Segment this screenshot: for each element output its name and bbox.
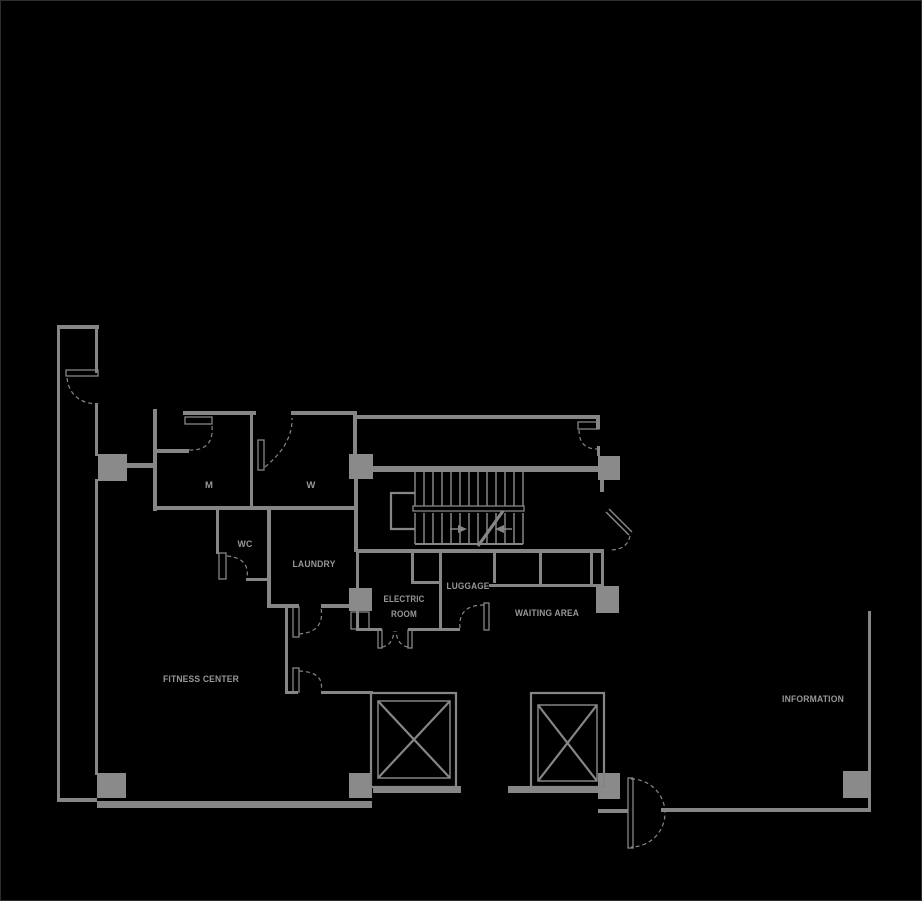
- structural-columns: [97, 454, 870, 799]
- door-leaf: [65, 369, 99, 377]
- door-leaves: [65, 369, 634, 849]
- elevator-left: [369, 691, 458, 789]
- entry-door-arc: [630, 778, 666, 848]
- stair-arrow-left: [495, 525, 504, 533]
- column: [349, 588, 372, 611]
- door-swing-arcs: [66, 377, 666, 848]
- stair-landing-rail: [389, 491, 415, 531]
- stair-direction-line: [476, 510, 505, 547]
- elevator-right: [529, 691, 606, 789]
- stair-bottom-edge: [415, 543, 523, 545]
- column: [98, 454, 127, 481]
- room-label-information: INFORMATION: [782, 694, 844, 705]
- column: [598, 456, 620, 480]
- column: [843, 771, 870, 798]
- door-arc: [188, 425, 213, 451]
- door-leaf: [292, 606, 300, 638]
- door-arc: [609, 535, 631, 551]
- door-leaf: [184, 416, 213, 425]
- column: [596, 586, 619, 613]
- door-leaf: [377, 629, 383, 649]
- door-arc: [226, 555, 248, 579]
- room-label-fitness-center: FITNESS CENTER: [163, 674, 239, 685]
- door-leaf: [218, 552, 227, 580]
- door-arc: [264, 417, 293, 468]
- stair-treads-upper: [414, 472, 524, 506]
- door-arc: [298, 670, 323, 692]
- door-leaf: [577, 421, 600, 430]
- door-leaf-angled: [605, 511, 630, 536]
- door-leaf: [257, 439, 265, 471]
- stair-mid-rail: [412, 505, 525, 512]
- door-leaf: [292, 667, 300, 693]
- door-arc: [578, 429, 598, 450]
- walls: [57, 325, 871, 813]
- room-label-laundry: LAUNDRY: [293, 559, 336, 570]
- column: [349, 454, 373, 479]
- shaft-box: [350, 611, 370, 630]
- room-label-womens-restroom: W: [306, 480, 315, 491]
- room-label-wc: WC: [238, 539, 253, 550]
- door-arc: [66, 377, 97, 405]
- door-arc: [459, 604, 485, 629]
- room-label-waiting-area: WAITING AREA: [515, 608, 579, 619]
- room-label-mens-restroom: M: [205, 480, 213, 491]
- staircase: [389, 472, 525, 547]
- door-arc: [381, 630, 395, 648]
- room-label-electric-line1: ELECTRIC: [384, 594, 425, 605]
- room-label-luggage: LUGGAGE: [447, 581, 490, 592]
- column: [349, 773, 372, 798]
- door-arc: [298, 607, 323, 635]
- stair-arrow-right: [458, 525, 467, 533]
- column: [97, 773, 126, 798]
- entry-pivot-door-leaf: [627, 777, 634, 849]
- door-leaf: [483, 602, 490, 631]
- door-leaf-angled: [608, 508, 633, 533]
- room-label-electric-line2: ROOM: [391, 609, 417, 620]
- door-arc: [395, 630, 409, 648]
- door-leaf: [407, 629, 413, 649]
- room-labels: FITNESS CENTER M W WC LAUNDRY ELECTRIC R…: [163, 480, 844, 705]
